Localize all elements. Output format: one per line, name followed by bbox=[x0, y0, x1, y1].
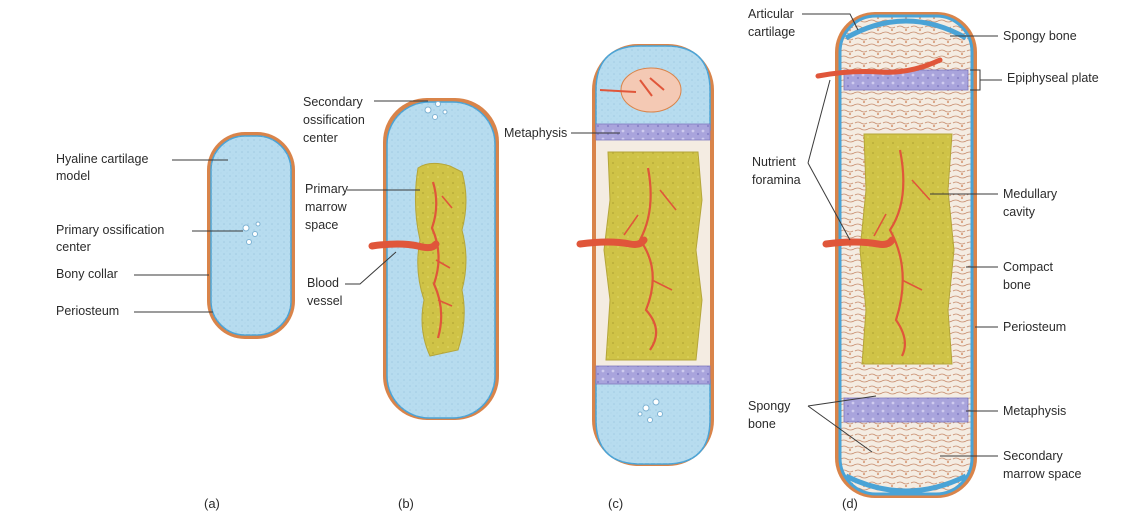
panel-a: Hyaline cartilage model Primary ossifica… bbox=[56, 132, 295, 511]
primary-marrow-label-line1: Primary bbox=[305, 182, 349, 196]
primary-marrow-label-line2: marrow bbox=[305, 200, 348, 214]
spongy-bone-label-line2: bone bbox=[748, 417, 776, 431]
epiphyseal-plate-label: Epiphyseal plate bbox=[1007, 71, 1099, 85]
periosteum-label-a: Periosteum bbox=[56, 304, 119, 318]
caption-c: (c) bbox=[608, 496, 623, 511]
panel-b-blood-vessel bbox=[372, 244, 436, 248]
spongy-bone-label-line1: Spongy bbox=[748, 399, 791, 413]
secondary-marrow-label-line2: marrow space bbox=[1003, 467, 1082, 481]
panel-d-medullary-cavity bbox=[860, 134, 954, 364]
blood-vessel-label-line2: vessel bbox=[307, 294, 342, 308]
secondary-marrow-label-line1: Secondary bbox=[1003, 449, 1064, 463]
caption-d: (d) bbox=[842, 496, 858, 511]
hyaline-label-line1: Hyaline cartilage bbox=[56, 152, 148, 166]
compact-bone-label-line1: Compact bbox=[1003, 260, 1054, 274]
blood-vessel-label-line1: Blood bbox=[307, 276, 339, 290]
articular-cartilage-label-line1: Articular bbox=[748, 7, 794, 21]
secondary-ossification-label-line2: ossification bbox=[303, 113, 365, 127]
metaphysis-label-c: Metaphysis bbox=[504, 126, 567, 140]
panel-c-marrow-cavity bbox=[604, 152, 702, 360]
medullary-cavity-label-line2: cavity bbox=[1003, 205, 1036, 219]
secondary-ossification-label-line3: center bbox=[303, 131, 338, 145]
panel-b: Secondary ossification center Primary ma… bbox=[303, 95, 499, 511]
hyaline-label-line2: model bbox=[56, 169, 90, 183]
nutrient-foramina-label-line2: foramina bbox=[752, 173, 801, 187]
secondary-ossification-label-line1: Secondary bbox=[303, 95, 364, 109]
primary-marrow-label-line3: space bbox=[305, 218, 338, 232]
panel-d: Articular cartilage Nutrient foramina Sp… bbox=[748, 7, 1099, 511]
articular-cartilage-label-line2: cartilage bbox=[748, 25, 795, 39]
spongy-bone-label-top: Spongy bone bbox=[1003, 29, 1077, 43]
compact-bone-label-line2: bone bbox=[1003, 278, 1031, 292]
periosteum-label-d: Periosteum bbox=[1003, 320, 1066, 334]
primary-ossification-label-line1: Primary ossification bbox=[56, 223, 164, 237]
nutrient-foramina-label-line1: Nutrient bbox=[752, 155, 796, 169]
bony-collar-label: Bony collar bbox=[56, 267, 118, 281]
primary-ossification-label-line2: center bbox=[56, 240, 91, 254]
metaphysis-label-d: Metaphysis bbox=[1003, 404, 1066, 418]
panel-c-secondary-center-top bbox=[621, 68, 681, 112]
medullary-cavity-label-line1: Medullary bbox=[1003, 187, 1058, 201]
caption-a: (a) bbox=[204, 496, 220, 511]
panel-c: Metaphysis (c) bbox=[504, 44, 714, 511]
panel-c-metaphysis-bottom bbox=[596, 366, 710, 384]
panel-c-metaphysis-top bbox=[596, 124, 710, 140]
panel-d-metaphysis-bottom bbox=[844, 398, 968, 422]
caption-b: (b) bbox=[398, 496, 414, 511]
